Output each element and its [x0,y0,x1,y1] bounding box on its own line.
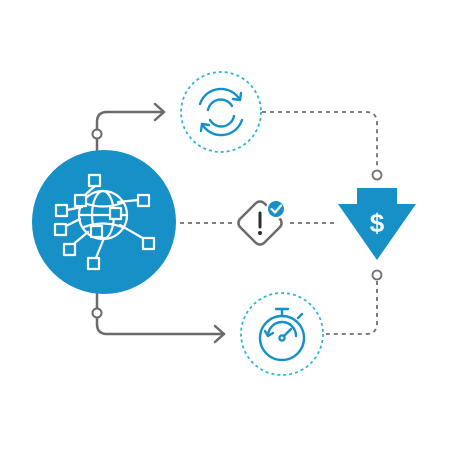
dollar-down-arrow-icon [338,188,416,260]
stopwatch-dashed-ring [240,292,324,376]
dashed-connectors [180,111,378,335]
alert-verified-icon [258,199,286,235]
cycle-node [180,71,262,153]
stopwatch-icon [258,307,306,362]
cycle-dashed-ring [180,71,262,153]
arrowhead-to-cycle [153,102,166,122]
alert-node [237,199,286,246]
check-badge [266,199,286,219]
connector-to-stopwatch [95,290,226,336]
network-globe-circle [32,150,176,294]
cost-reduction-node: $ [338,188,416,260]
dashed-cycle-to-dollar [262,111,378,168]
connector-to-cycle [95,110,166,154]
solid-connectors [95,102,226,344]
network-globe-icon [53,173,156,271]
refresh-cycle-icon [198,87,244,137]
stopwatch-node [240,292,324,376]
dashed-node-bottom [371,269,383,281]
arrowhead-to-stopwatch [213,324,226,344]
dashed-dollar-to-stopwatch [326,281,378,335]
dashed-node-top [371,169,383,181]
connector-node-bottom [91,307,103,319]
network-globe-node [32,150,176,294]
connector-node-top [91,128,103,140]
dollar-sign-label: $ [370,208,385,238]
